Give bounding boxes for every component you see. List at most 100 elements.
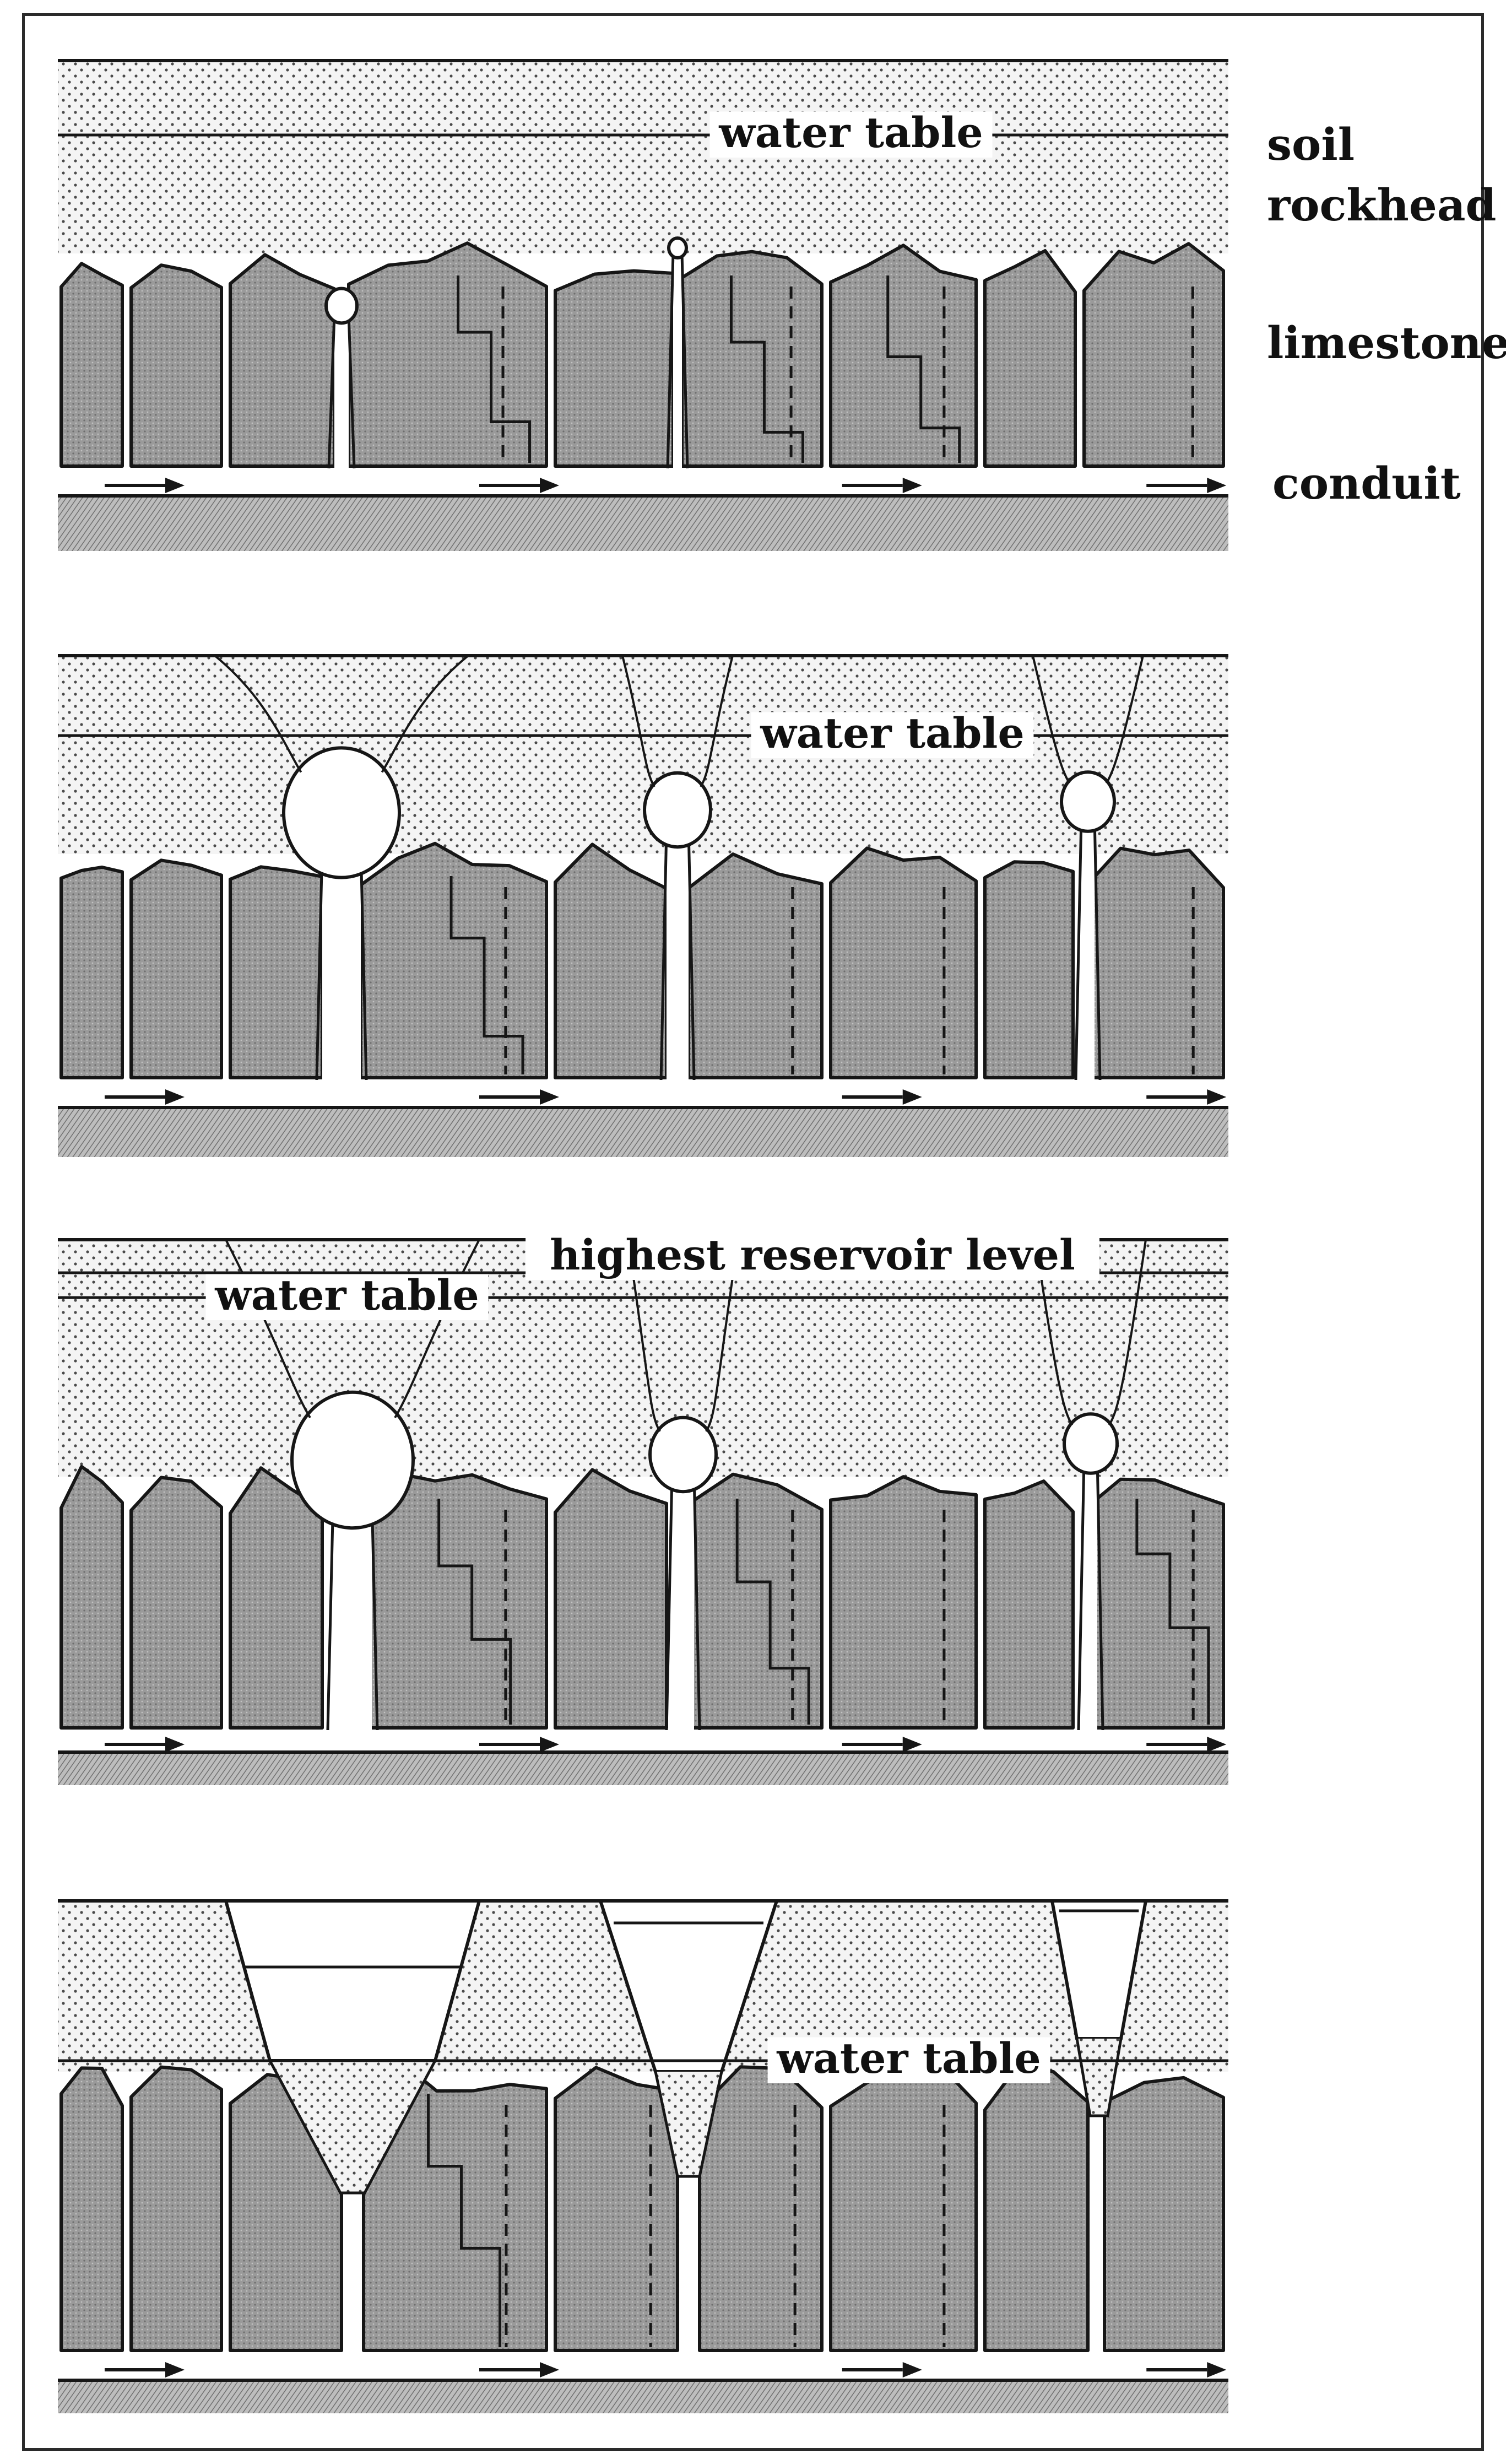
limestone-block xyxy=(687,1472,824,1730)
shaft-wall xyxy=(370,1496,379,1731)
soil-cavity xyxy=(1063,1412,1119,1475)
soil-layer xyxy=(58,656,1228,854)
flow-arrow-head xyxy=(540,478,559,493)
limestone-block xyxy=(229,253,336,468)
soil-cavity xyxy=(643,771,712,849)
water-table-label: water table xyxy=(776,2034,1041,2083)
limestone-block xyxy=(554,842,668,1079)
subsidence-boundary xyxy=(214,655,302,773)
solution-shaft xyxy=(667,810,689,1081)
limestone-block xyxy=(129,2065,223,2352)
joint-line xyxy=(437,1499,512,1725)
limestone-block xyxy=(359,841,548,1079)
flow-arrow-head xyxy=(540,1737,559,1752)
shaft-wall xyxy=(1093,817,1102,1080)
limestone-block xyxy=(59,2066,124,2352)
flow-arrow-head xyxy=(165,478,185,493)
limestone-block xyxy=(687,852,824,1079)
soil-cavity xyxy=(667,236,688,260)
limestone-block xyxy=(983,860,1075,1079)
shaft-wall xyxy=(666,253,675,469)
flow-arrow-head xyxy=(1207,1089,1227,1105)
shaft-wall xyxy=(359,847,368,1080)
solution-shaft xyxy=(1081,802,1095,1081)
bedrock-layer xyxy=(58,2380,1228,2413)
limestone-block xyxy=(229,865,324,1079)
limestone-block xyxy=(1082,242,1225,468)
limestone-block xyxy=(1085,846,1225,1079)
soil-cavity xyxy=(1060,770,1116,833)
conduit-channel xyxy=(58,2353,1228,2380)
shaft-wall xyxy=(326,1496,335,1731)
soil-cavity xyxy=(324,287,359,325)
flow-arrow-head xyxy=(540,2362,559,2377)
limestone-block xyxy=(59,1465,124,1730)
bedrock-layer xyxy=(58,1752,1228,1785)
solution-shaft xyxy=(672,1455,694,1731)
limestone-block xyxy=(129,1476,223,1730)
subsidence-boundary xyxy=(621,655,656,788)
conduit-channel xyxy=(58,468,1228,496)
limestone-block xyxy=(129,858,223,1079)
soil-cavity xyxy=(282,746,401,879)
panel-2: water table xyxy=(58,654,1228,1157)
bedrock-layer xyxy=(58,1107,1228,1157)
panel-4: water table xyxy=(58,1899,1228,2413)
joint-line xyxy=(735,1499,810,1725)
limestone-block xyxy=(59,262,124,468)
shaft-wall xyxy=(315,847,324,1080)
highest-reservoir-level-label: highest reservoir level xyxy=(550,1230,1075,1279)
bedrock-layer xyxy=(58,496,1228,551)
panel-1: water table xyxy=(58,59,1228,551)
joint-line xyxy=(457,275,532,463)
conduit-channel xyxy=(58,1080,1228,1107)
subsidence-boundary xyxy=(381,655,469,773)
solution-shaft xyxy=(1084,1444,1097,1731)
limestone-label: limestone xyxy=(1267,317,1506,369)
subsidence-boundary xyxy=(1034,1239,1074,1426)
water-table-label: water table xyxy=(718,108,983,157)
limestone-block xyxy=(983,249,1077,468)
limestone-block xyxy=(983,1479,1075,1730)
joint-line xyxy=(886,275,961,463)
soil-plug xyxy=(654,2071,723,2178)
shaft-wall xyxy=(1074,817,1083,1080)
subsidence-boundary xyxy=(700,655,734,788)
subsidence-boundary xyxy=(1105,655,1144,784)
water-table-label: water table xyxy=(760,709,1024,758)
flow-arrow-head xyxy=(902,478,922,493)
shaft-wall xyxy=(659,829,668,1080)
limestone-block xyxy=(698,2065,824,2352)
joint-line xyxy=(1135,1499,1210,1725)
subsidence-boundary xyxy=(627,1239,661,1433)
shaft-wall xyxy=(692,1474,701,1731)
subsidence-boundary xyxy=(1032,655,1071,784)
flow-arrow-head xyxy=(902,1089,922,1105)
limestone-block xyxy=(59,865,124,1079)
limestone-block xyxy=(229,1466,324,1730)
shaft-wall xyxy=(347,315,356,469)
flow-arrow-head xyxy=(902,1737,922,1752)
soil-label: soil xyxy=(1267,118,1355,170)
flow-arrow-head xyxy=(540,1089,559,1105)
limestone-block xyxy=(554,269,675,468)
conduit-channel xyxy=(58,1730,1228,1752)
shaft-wall xyxy=(680,253,689,469)
flow-arrow-head xyxy=(165,2362,185,2377)
flow-arrow-head xyxy=(1207,1737,1227,1752)
subsidence-boundary xyxy=(1108,1239,1147,1426)
solution-shaft xyxy=(673,248,682,469)
limestone-block xyxy=(129,263,223,468)
flow-arrow-head xyxy=(1207,478,1227,493)
limestone-block xyxy=(347,241,548,468)
limestone-block xyxy=(1085,1477,1225,1730)
shaft-wall xyxy=(1096,1459,1104,1731)
limestone-block xyxy=(554,1468,668,1730)
shaft-wall xyxy=(327,315,336,469)
collapse-sinkhole xyxy=(224,1899,481,2062)
limestone-block xyxy=(829,2063,978,2352)
flow-arrow-head xyxy=(165,1737,185,1752)
joint-line xyxy=(427,2094,502,2347)
